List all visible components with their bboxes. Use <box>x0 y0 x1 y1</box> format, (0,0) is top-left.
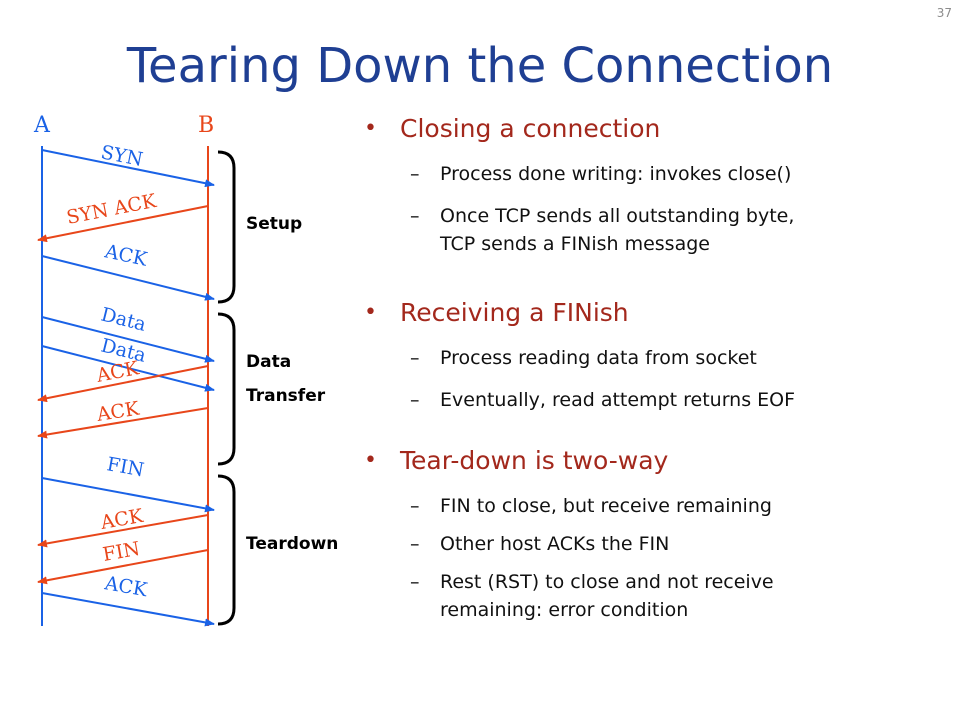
sub-bullet-text-line1: Rest (RST) to close and not receive <box>440 571 774 593</box>
fin-label-a: FIN <box>105 453 146 481</box>
sub-bullet: – Process done writing: invokes close() <box>362 160 954 188</box>
teardown-bracket <box>217 474 236 626</box>
sub-bullet: – Rest (RST) to close and not receive re… <box>362 568 954 624</box>
bullet-heading: • Closing a connection <box>362 112 954 146</box>
sub-bullet: – FIN to close, but receive remaining <box>362 492 954 520</box>
syn-ack-arrow <box>37 205 209 243</box>
ack-arrow-data-2 <box>37 407 209 439</box>
sub-bullet-text-line2: TCP sends a FINish message <box>440 233 710 255</box>
data-arrow-1 <box>41 316 215 363</box>
ack-arrow-teardown-b <box>37 514 209 548</box>
data-arrow-2 <box>41 345 215 392</box>
host-a-label: A <box>33 113 51 138</box>
syn-ack-label: SYN ACK <box>65 190 159 229</box>
sub-bullet-text: Eventually, read attempt returns EOF <box>440 389 796 411</box>
ack-arrow-setup <box>41 255 215 301</box>
fin-label-b: FIN <box>101 538 142 566</box>
bullet-dot-icon: • <box>364 300 377 325</box>
sub-bullet-text-line1: Once TCP sends all outstanding byte, <box>440 205 795 227</box>
bullet-heading-text: Receiving a FINish <box>400 298 629 327</box>
dash-icon: – <box>410 205 420 227</box>
sub-bullet-text: FIN to close, but receive remaining <box>440 495 772 517</box>
sub-bullet-text: Process done writing: invokes close() <box>440 163 792 185</box>
sub-bullet-text: Other host ACKs the FIN <box>440 533 670 555</box>
host-b-label: B <box>198 113 214 138</box>
syn-label: SYN <box>99 141 145 171</box>
dash-icon: – <box>410 533 420 555</box>
sub-bullet: – Other host ACKs the FIN <box>362 530 954 558</box>
syn-arrow <box>41 149 215 188</box>
data-label-1: Data <box>99 304 149 336</box>
bullet-heading-text: Tear-down is two-way <box>400 446 669 475</box>
phase-label-data: Data <box>246 352 292 372</box>
dash-icon: – <box>410 389 420 411</box>
sub-bullet-text-line2: remaining: error condition <box>440 599 689 621</box>
bullet-heading-text: Closing a connection <box>400 114 661 143</box>
dash-icon: – <box>410 495 420 517</box>
ack-label-teardown-a: ACK <box>102 572 149 601</box>
sub-bullet: – Process reading data from socket <box>362 344 954 372</box>
dash-icon: – <box>410 571 420 593</box>
sub-bullet-text: Process reading data from socket <box>440 347 757 369</box>
bullet-heading: • Receiving a FINish <box>362 296 954 330</box>
dash-icon: – <box>410 347 420 369</box>
fin-arrow-b <box>37 549 209 585</box>
sub-bullet: – Eventually, read attempt returns EOF <box>362 386 954 414</box>
bullet-list: • Closing a connection – Process done wr… <box>362 112 954 624</box>
data-transfer-bracket <box>217 312 236 466</box>
setup-bracket <box>217 150 236 304</box>
ack-arrow-teardown-a <box>41 592 215 627</box>
bullet-dot-icon: • <box>364 116 377 141</box>
slide-title: Tearing Down the Connection <box>126 38 834 94</box>
phase-label-teardown: Teardown <box>246 534 339 554</box>
fin-arrow-a <box>41 477 215 513</box>
phase-label-transfer: Transfer <box>246 386 326 406</box>
dash-icon: – <box>410 163 420 185</box>
ack-label-setup: ACK <box>102 240 150 271</box>
ack-label-teardown-b: ACK <box>98 505 145 534</box>
bullet-dot-icon: • <box>364 448 377 473</box>
bullet-heading: • Tear-down is two-way <box>362 444 954 478</box>
ack-label-data-2: ACK <box>94 397 141 426</box>
phase-label-setup: Setup <box>246 214 303 234</box>
ack-arrow-data-1 <box>37 365 209 403</box>
slide-number: 37 <box>936 6 952 20</box>
sub-bullet: – Once TCP sends all outstanding byte, T… <box>362 202 954 258</box>
